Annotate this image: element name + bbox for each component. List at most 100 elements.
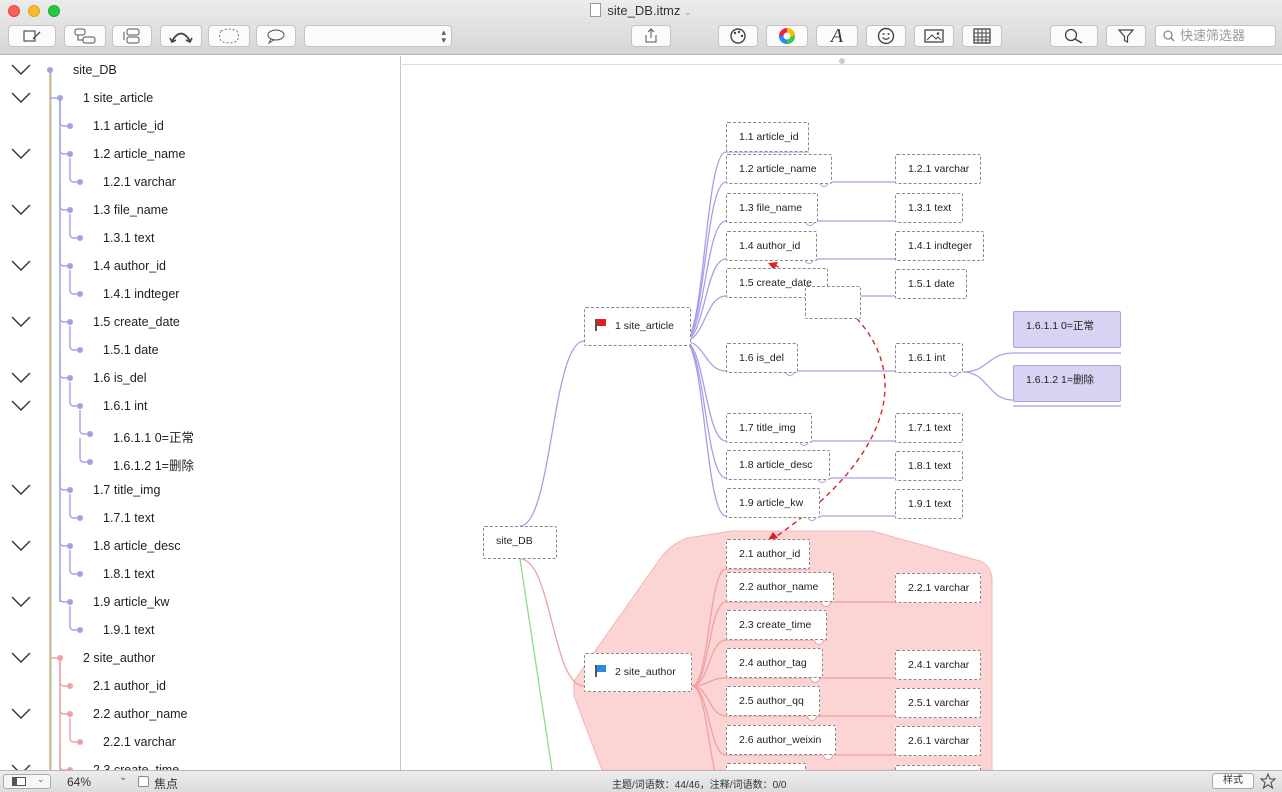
sticker-button[interactable] (866, 25, 906, 47)
outline-row[interactable]: 2 site_author (0, 644, 400, 672)
chevron-down-icon[interactable] (11, 258, 31, 274)
chevron-down-icon[interactable] (11, 762, 31, 770)
chevron-down-icon[interactable] (11, 482, 31, 498)
author-field-cutoff[interactable] (726, 763, 806, 770)
style-button[interactable]: 样式 (1212, 773, 1254, 789)
close-window-button[interactable] (8, 5, 20, 17)
zoom-chevron-icon[interactable]: ⌄ (119, 772, 128, 783)
outline-row[interactable]: site_DB (0, 56, 400, 84)
author-field-1[interactable]: 2.2 author_name (726, 572, 834, 602)
chevron-down-icon[interactable] (11, 314, 31, 330)
empty-topic-placeholder[interactable] (805, 286, 861, 319)
font-button[interactable]: A (816, 25, 858, 47)
outline-row[interactable]: 1.7 title_img (0, 476, 400, 504)
focus-checkbox[interactable] (138, 776, 149, 787)
outline-row[interactable]: 1.7.1 text (0, 504, 400, 532)
outline-row[interactable]: 2.2.1 varchar (0, 728, 400, 756)
field-file-name[interactable]: 1.3 file_name (726, 193, 818, 223)
chevron-down-icon[interactable] (11, 370, 31, 386)
outline-row[interactable]: 1.6 is_del (0, 364, 400, 392)
type-0[interactable]: 1.2.1 varchar (895, 154, 981, 184)
subtopic-button[interactable] (64, 25, 106, 47)
outline-row[interactable]: 1.9.1 text (0, 616, 400, 644)
outline-row[interactable]: 1 site_article (0, 84, 400, 112)
field-title-img[interactable]: 1.7 title_img (726, 413, 812, 443)
author-field-0[interactable]: 2.1 author_id (726, 539, 810, 569)
outline-row[interactable]: 1.9 article_kw (0, 588, 400, 616)
table-button[interactable] (962, 25, 1002, 47)
outline-row[interactable]: 1.5 create_date (0, 308, 400, 336)
outline-row[interactable]: 1.3.1 text (0, 224, 400, 252)
outline-row[interactable]: 1.1 article_id (0, 112, 400, 140)
type-4[interactable]: 1.6.1 int (895, 343, 963, 373)
outline-row[interactable]: 2.2 author_name (0, 700, 400, 728)
theme-palette-button[interactable] (718, 25, 758, 47)
author-type-3[interactable]: 2.6.1 varchar (895, 726, 981, 756)
boundary-button[interactable] (208, 25, 250, 47)
color-button[interactable] (766, 25, 808, 47)
author-type-cutoff[interactable] (895, 765, 981, 770)
chevron-down-icon[interactable] (11, 398, 31, 414)
outline-row[interactable]: 1.5.1 date (0, 336, 400, 364)
chevron-down-icon[interactable] (11, 90, 31, 106)
window-title[interactable]: site_DB.itmz ⌄ (0, 3, 1282, 18)
outline-row[interactable]: 2.3 create_time (0, 756, 400, 770)
field-is-del[interactable]: 1.6 is_del (726, 343, 798, 373)
chevron-down-icon[interactable] (11, 202, 31, 218)
outline-row[interactable]: 1.4.1 indteger (0, 280, 400, 308)
relationship-button[interactable] (160, 25, 202, 47)
type-3[interactable]: 1.5.1 date (895, 269, 967, 299)
author-type-2[interactable]: 2.5.1 varchar (895, 688, 981, 718)
type-2[interactable]: 1.4.1 indteger (895, 231, 984, 261)
star-icon[interactable] (1260, 773, 1276, 789)
outline-row[interactable]: 1.6.1.1 0=正常 (0, 420, 400, 448)
outline-row[interactable]: 1.6.1 int (0, 392, 400, 420)
field-author-id[interactable]: 1.4 author_id (726, 231, 817, 261)
type-7[interactable]: 1.9.1 text (895, 489, 963, 519)
author-type-0[interactable]: 2.2.1 varchar (895, 573, 981, 603)
outline-row[interactable]: 1.4 author_id (0, 252, 400, 280)
field-article-kw[interactable]: 1.9 article_kw (726, 488, 820, 518)
zoom-level[interactable]: 64% (67, 775, 92, 789)
author-field-5[interactable]: 2.6 author_weixin (726, 725, 836, 755)
root-topic[interactable]: site_DB (483, 526, 557, 559)
canvas-split-handle[interactable] (839, 58, 845, 64)
field-article-id[interactable]: 1.1 article_id (726, 122, 809, 152)
outline-row[interactable]: 1.6.1.2 1=删除 (0, 448, 400, 476)
author-field-2[interactable]: 2.3 create_time (726, 610, 827, 640)
outline-row[interactable]: 1.2.1 varchar (0, 168, 400, 196)
outline-row[interactable]: 1.8 article_desc (0, 532, 400, 560)
type-1[interactable]: 1.3.1 text (895, 193, 963, 223)
share-button[interactable] (631, 25, 671, 47)
type-6[interactable]: 1.8.1 text (895, 451, 963, 481)
chevron-down-icon[interactable] (11, 650, 31, 666)
chevron-down-icon[interactable] (11, 146, 31, 162)
quick-filter-input[interactable]: 快速筛选器 (1155, 25, 1276, 47)
style-select[interactable]: ▴▾ (304, 25, 452, 47)
value-deleted[interactable]: 1.6.1.2 1=删除 (1013, 365, 1121, 402)
image-button[interactable] (914, 25, 954, 47)
chevron-down-icon[interactable] (11, 594, 31, 610)
author-field-3[interactable]: 2.4 author_tag (726, 648, 823, 678)
sidebar-toggle-button[interactable]: ⌄ (3, 774, 51, 789)
chevron-down-icon[interactable] (11, 62, 31, 78)
new-topic-button[interactable] (8, 25, 56, 47)
chevron-down-icon[interactable] (11, 706, 31, 722)
filter-button[interactable] (1106, 25, 1146, 47)
callout-button[interactable] (256, 25, 296, 47)
author-type-1[interactable]: 2.4.1 varchar (895, 650, 981, 680)
topic-site-article[interactable]: 1 site_article (584, 307, 691, 346)
sibling-topic-button[interactable] (112, 25, 152, 47)
zoom-search-button[interactable] (1050, 25, 1098, 47)
type-5[interactable]: 1.7.1 text (895, 413, 963, 443)
outline-row[interactable]: 1.8.1 text (0, 560, 400, 588)
value-normal[interactable]: 1.6.1.1 0=正常 (1013, 311, 1121, 348)
minimize-window-button[interactable] (28, 5, 40, 17)
outline-row[interactable]: 1.3 file_name (0, 196, 400, 224)
field-article-desc[interactable]: 1.8 article_desc (726, 450, 830, 480)
chevron-down-icon[interactable] (11, 538, 31, 554)
topic-site-author[interactable]: 2 site_author (584, 653, 692, 692)
mindmap-canvas[interactable]: site_DB 1 site_article 2 site_author 1.1 ar… (402, 56, 1282, 770)
author-field-4[interactable]: 2.5 author_qq (726, 686, 820, 716)
